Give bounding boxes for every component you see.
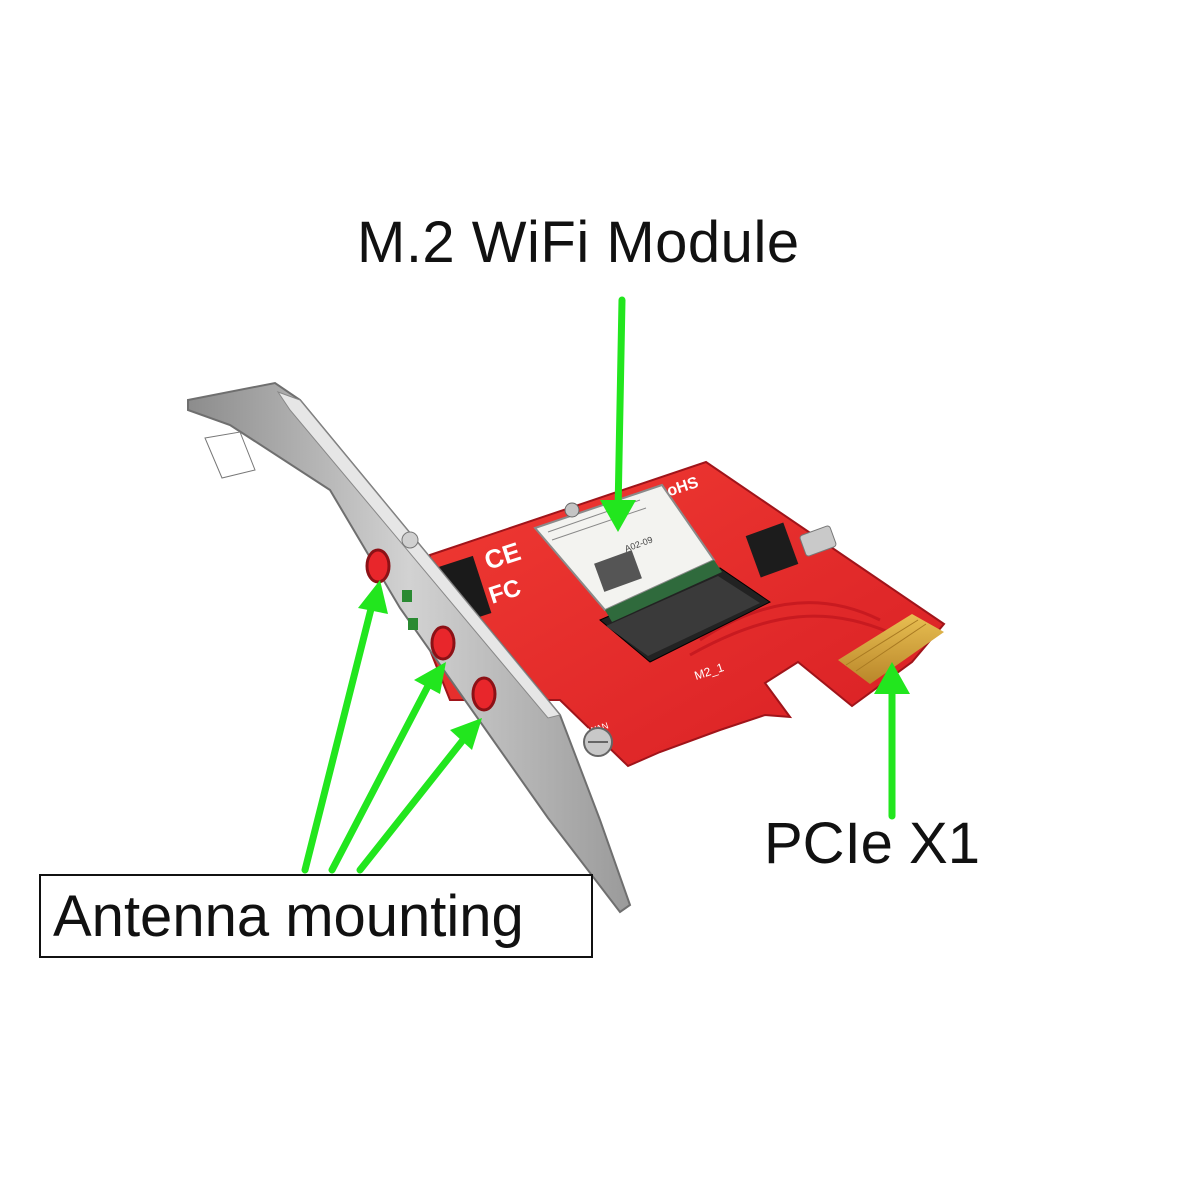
pcie-arrow: [874, 662, 910, 820]
antenna-mounting-label: Antenna mounting: [39, 874, 593, 958]
metal-bracket: [187, 381, 632, 914]
wifi-module-card: A02-09: [533, 483, 722, 622]
wifi-arrow: [600, 296, 636, 532]
antenna-hole-2: [430, 625, 456, 661]
wifi-module-label: M.2 WiFi Module: [357, 210, 800, 275]
antenna-hole-3: [471, 676, 497, 712]
gold-fingers: [838, 614, 944, 684]
antenna-hole-1: [365, 548, 391, 584]
antenna-arrows: [301, 580, 482, 874]
pcie-label: PCIe X1: [764, 811, 980, 876]
